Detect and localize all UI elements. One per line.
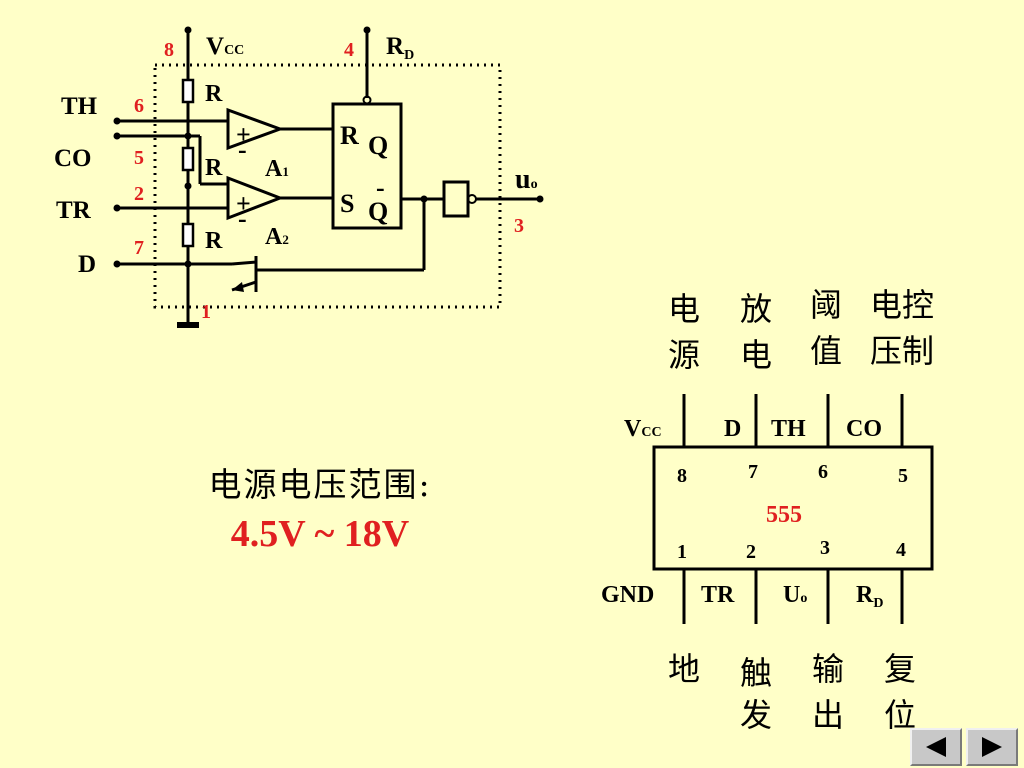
pin-number-rd: 4 <box>344 39 354 61</box>
pin-number-th: 6 <box>134 95 144 117</box>
supply-voltage-block: 电源电压范围: 4.5V ~ 18V <box>150 458 490 556</box>
comp1-plus-sign: + <box>236 120 251 149</box>
output-terminal <box>536 195 544 203</box>
pin-number-d: 7 <box>134 237 144 259</box>
resistor-label-3: R <box>205 228 223 254</box>
resistor-label-1: R <box>205 81 223 107</box>
chip-label-uo: Uo <box>783 582 807 608</box>
chip-pin-number-6: 6 <box>818 461 828 483</box>
output-inverter <box>442 180 470 218</box>
chip-pin-number-7: 7 <box>748 461 758 483</box>
chip-pin-number-4: 4 <box>896 539 906 561</box>
desc-output-2: 出 <box>812 696 844 734</box>
resistor-3 <box>181 222 195 248</box>
desc-control-2: 压制 <box>870 332 934 370</box>
chip-label-d: D <box>724 416 741 442</box>
chip-label-gnd: GND <box>601 582 654 608</box>
comparator-a2 <box>226 175 285 221</box>
ff-qbar-bar: - <box>376 173 385 202</box>
pin-number-gnd: 1 <box>201 301 211 323</box>
ff-q-label: Q <box>368 131 388 160</box>
chip-pin-number-8: 8 <box>677 465 687 487</box>
resistor-1 <box>181 78 195 104</box>
triangle-right-icon <box>982 737 1002 757</box>
desc-trigger-1: 触 <box>740 654 772 692</box>
desc-control-1: 电控 <box>870 286 934 324</box>
chip-label-tr: TR <box>701 582 735 608</box>
rd-label: RD <box>386 33 414 63</box>
comp2-minus-sign: - <box>238 204 247 233</box>
desc-threshold-2: 值 <box>810 332 842 370</box>
desc-reset-2: 位 <box>884 696 916 734</box>
pin-number-tr: 2 <box>134 183 144 205</box>
comp1-label: A1 <box>265 156 289 182</box>
desc-threshold-1: 阈 <box>810 286 842 324</box>
vcc-label: VCC <box>206 33 244 60</box>
pin-number-co: 5 <box>134 147 144 169</box>
chip-pin-number-3: 3 <box>820 537 830 559</box>
uo-label: uo <box>515 164 538 195</box>
chip-555-body <box>652 445 934 571</box>
th-label: TH <box>61 93 98 120</box>
ground-symbol <box>177 322 199 328</box>
chip-pin-number-5: 5 <box>898 465 908 487</box>
comparator-a1 <box>226 107 285 151</box>
co-label: CO <box>54 145 92 172</box>
chip-label-th: TH <box>771 416 806 442</box>
desc-power-1: 电 <box>668 290 700 328</box>
resistor-label-2: R <box>205 155 223 181</box>
pin-number-vcc: 8 <box>164 39 174 61</box>
triangle-left-icon <box>926 737 946 757</box>
desc-discharge-2: 电 <box>740 336 772 374</box>
desc-discharge-1: 放 <box>740 290 772 328</box>
ff-s-label: S <box>340 189 354 218</box>
tr-label: TR <box>56 197 92 224</box>
d-label: D <box>78 251 96 278</box>
chip-name: 555 <box>766 502 802 528</box>
desc-reset-1: 复 <box>884 650 916 688</box>
desc-power-2: 源 <box>668 336 700 374</box>
comp2-label: A2 <box>265 224 289 250</box>
supply-voltage-value: 4.5V ~ 18V <box>230 513 410 555</box>
resistor-2 <box>181 146 195 172</box>
pin-number-out: 3 <box>514 215 524 237</box>
chip-label-vcc: VCC <box>624 416 662 442</box>
desc-ground: 地 <box>668 650 700 688</box>
next-slide-button[interactable] <box>966 728 1018 766</box>
chip-label-rd: RD <box>856 582 883 611</box>
vcc-terminal <box>184 26 192 34</box>
supply-voltage-title: 电源电压范围: <box>208 465 432 504</box>
comp2-plus-sign: + <box>236 189 251 218</box>
chip-pin-number-2: 2 <box>746 541 756 563</box>
prev-slide-button[interactable] <box>910 728 962 766</box>
chip-label-co: CO <box>846 416 882 442</box>
desc-trigger-2: 发 <box>740 696 772 734</box>
chip-pin-number-1: 1 <box>677 541 687 563</box>
slide-navigation <box>910 728 1018 766</box>
desc-output-1: 输 <box>812 650 844 688</box>
comp1-minus-sign: - <box>238 135 247 164</box>
ff-r-label: R <box>340 121 359 150</box>
ff-qbar-label: Q <box>368 197 388 226</box>
